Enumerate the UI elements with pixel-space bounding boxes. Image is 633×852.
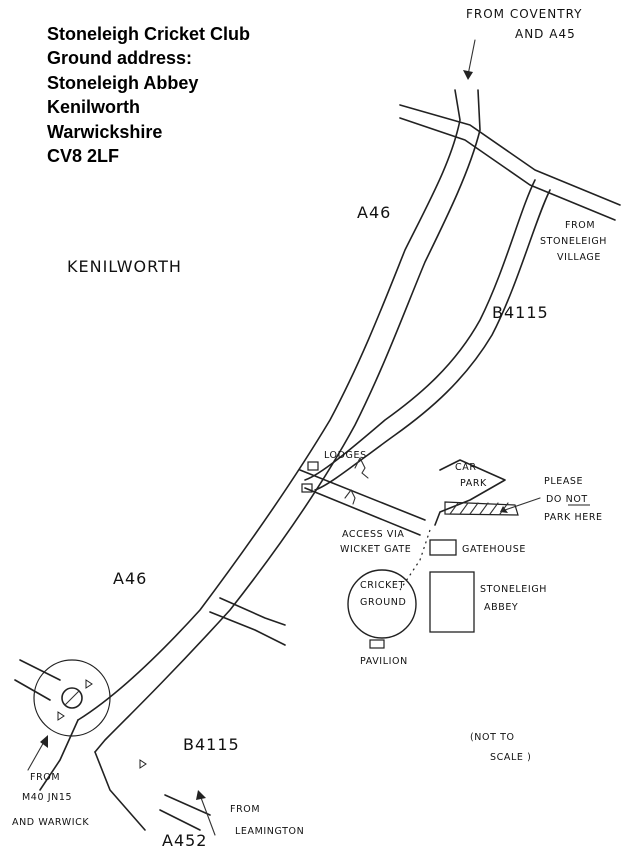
label-gatehouse: GATEHOUSE: [462, 544, 526, 555]
cricket-ground: [347, 569, 417, 639]
label-access-via: ACCESS VIA: [342, 529, 404, 540]
label-b4115-top: B4115: [492, 303, 549, 322]
junction-marker-3: [139, 759, 147, 769]
label-from-m40-1: FROM: [30, 772, 60, 783]
address-line-county: Warwickshire: [47, 121, 163, 142]
label-park-here: PARK HERE: [544, 512, 603, 523]
label-pavilion: PAVILION: [360, 656, 408, 667]
address-line-club: Stoneleigh Cricket Club: [47, 24, 251, 44]
label-from-coventry: FROM COVENTRY: [466, 7, 582, 21]
label-and-a45: AND A45: [515, 27, 576, 41]
roundabout: [33, 659, 111, 737]
label-car-park-2: PARK: [460, 478, 487, 489]
label-car-park-1: CAR: [455, 462, 477, 473]
junction-marker-2: [57, 711, 65, 721]
car-park: [434, 459, 519, 526]
label-from-stoneleigh-1: FROM: [565, 220, 595, 231]
label-a46-top: A46: [357, 203, 391, 222]
road-b4115: [304, 179, 551, 491]
stoneleigh-abbey: [429, 571, 475, 633]
label-a46-bottom: A46: [113, 569, 147, 588]
pavilion: [369, 639, 385, 649]
road-east-west-north: [399, 104, 621, 221]
address-line-heading: Ground address:: [47, 48, 193, 69]
arrow-from-m40: [27, 735, 48, 771]
label-from-leamington-2: LEAMINGTON: [235, 826, 304, 837]
junction-marker-1: [85, 679, 93, 689]
address-line-abbey: Stoneleigh Abbey: [47, 72, 199, 93]
label-from-stoneleigh-3: VILLAGE: [557, 252, 601, 263]
lodge-1: [307, 461, 319, 471]
arrow-from-leamington: [196, 790, 216, 836]
label-a452: A452: [162, 831, 207, 850]
address-block: Stoneleigh Cricket Club Ground address: …: [47, 22, 250, 168]
label-cricket: CRICKET: [360, 580, 405, 591]
label-stoneleigh: STONELEIGH: [480, 584, 547, 595]
address-line-postcode: CV8 2LF: [47, 146, 120, 167]
lodge-2: [301, 483, 313, 493]
address-line-town: Kenilworth: [47, 97, 140, 118]
road-south: [14, 659, 211, 831]
label-from-leamington-1: FROM: [230, 804, 260, 815]
label-not-to-scale-1: (NOT TO: [470, 732, 515, 743]
no-parking-hatched-area: [444, 501, 519, 516]
label-b4115-bottom: B4115: [183, 735, 240, 754]
label-from-m40-3: AND WARWICK: [12, 817, 89, 828]
label-kenilworth: KENILWORTH: [67, 257, 182, 276]
arrow-from-coventry: [463, 39, 476, 80]
label-from-m40-2: M40 JN15: [22, 792, 72, 803]
gatehouse: [429, 539, 457, 556]
label-from-stoneleigh-2: STONELEIGH: [540, 236, 607, 247]
label-do-not: DO NOT: [546, 494, 588, 505]
road-abbey-access: [299, 469, 426, 536]
label-ground: GROUND: [360, 597, 406, 608]
label-not-to-scale-2: SCALE ): [490, 752, 531, 763]
tree-scribbles: [344, 456, 369, 505]
label-please: PLEASE: [544, 476, 583, 487]
road-cross-south: [209, 597, 286, 646]
road-a46: [77, 89, 481, 753]
label-abbey: ABBEY: [484, 602, 518, 613]
label-wicket-gate: WICKET GATE: [340, 544, 411, 555]
label-lodges: LODGES: [324, 450, 367, 461]
